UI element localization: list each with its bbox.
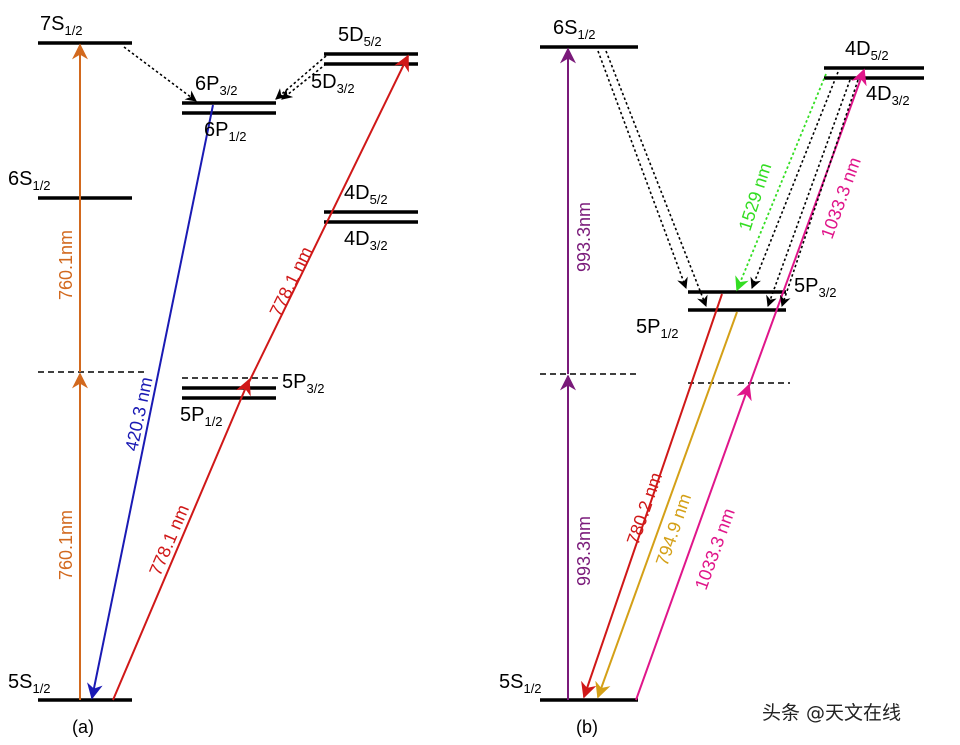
- transition-green: [735, 73, 827, 292]
- label-4d52: 4D5/2: [344, 182, 388, 207]
- transition-magenta-upper: [748, 68, 867, 387]
- panel-b-caption: (b): [576, 717, 598, 737]
- label-4d32-b: 4D3/2: [866, 83, 910, 108]
- label-5p12-b: 5P1/2: [636, 316, 679, 341]
- label-5d32: 5D3/2: [311, 71, 355, 96]
- decay-5d52-to-6p: [275, 55, 327, 100]
- transition-red-upper: [248, 54, 409, 383]
- wl-orange-lower: 760.1nm: [56, 510, 76, 580]
- wl-purple-lower: 993.3nm: [574, 516, 594, 586]
- decay-4d-to-5p-1: [750, 71, 839, 290]
- transition-gold-b: [595, 311, 738, 699]
- label-5s12-b: 5S1/2: [499, 671, 542, 696]
- label-5p12-a: 5P1/2: [180, 404, 223, 429]
- decay-5d32-to-6p: [281, 63, 327, 100]
- label-7s12: 7S1/2: [40, 13, 83, 38]
- wl-green: 1529 nm: [735, 160, 776, 233]
- label-6s12-b: 6S1/2: [553, 17, 596, 42]
- label-6s12: 6S1/2: [8, 168, 51, 193]
- transition-blue: [87, 104, 214, 700]
- label-5p32-a: 5P3/2: [282, 371, 325, 396]
- label-5d52: 5D5/2: [338, 24, 382, 49]
- wl-red-upper: 778.1 nm: [266, 244, 317, 320]
- wl-purple-upper: 993.3nm: [574, 202, 594, 272]
- label-5p32-b: 5P3/2: [794, 275, 837, 300]
- wl-magenta-upper: 1033.3 nm: [817, 155, 865, 242]
- wl-magenta-lower: 1033.3 nm: [691, 506, 739, 593]
- label-4d52-b: 4D5/2: [845, 38, 889, 63]
- wl-red-b: 780.2 nm: [623, 470, 666, 547]
- transition-red-b: [581, 293, 723, 699]
- panel-a-caption: (a): [72, 717, 94, 737]
- label-6p12: 6P1/2: [204, 119, 247, 144]
- watermark: 头条 @天文在线: [762, 702, 901, 724]
- decay-6s-to-5p-2: [605, 50, 708, 308]
- decay-6s-to-5p-1: [597, 50, 688, 290]
- wl-orange-upper: 760.1nm: [56, 230, 76, 300]
- transition-red-lower: [112, 378, 251, 701]
- wl-blue: 420.3 nm: [121, 375, 156, 453]
- panel-b: 6S1/2 5S1/2 4D5/2 4D3/2 5P3/2 5P1/2 993.…: [499, 17, 924, 737]
- decay-4d-to-5p-2: [766, 79, 851, 308]
- panel-a: 7S1/2 6S1/2 5S1/2 6P3/2 6P1/2 5D5/2 5D3/…: [8, 13, 418, 737]
- label-4d32: 4D3/2: [344, 228, 388, 253]
- label-5s12-a: 5S1/2: [8, 671, 51, 696]
- transition-magenta-lower: [635, 383, 752, 701]
- decay-7s-to-6p: [123, 46, 197, 102]
- label-6p32: 6P3/2: [195, 73, 238, 98]
